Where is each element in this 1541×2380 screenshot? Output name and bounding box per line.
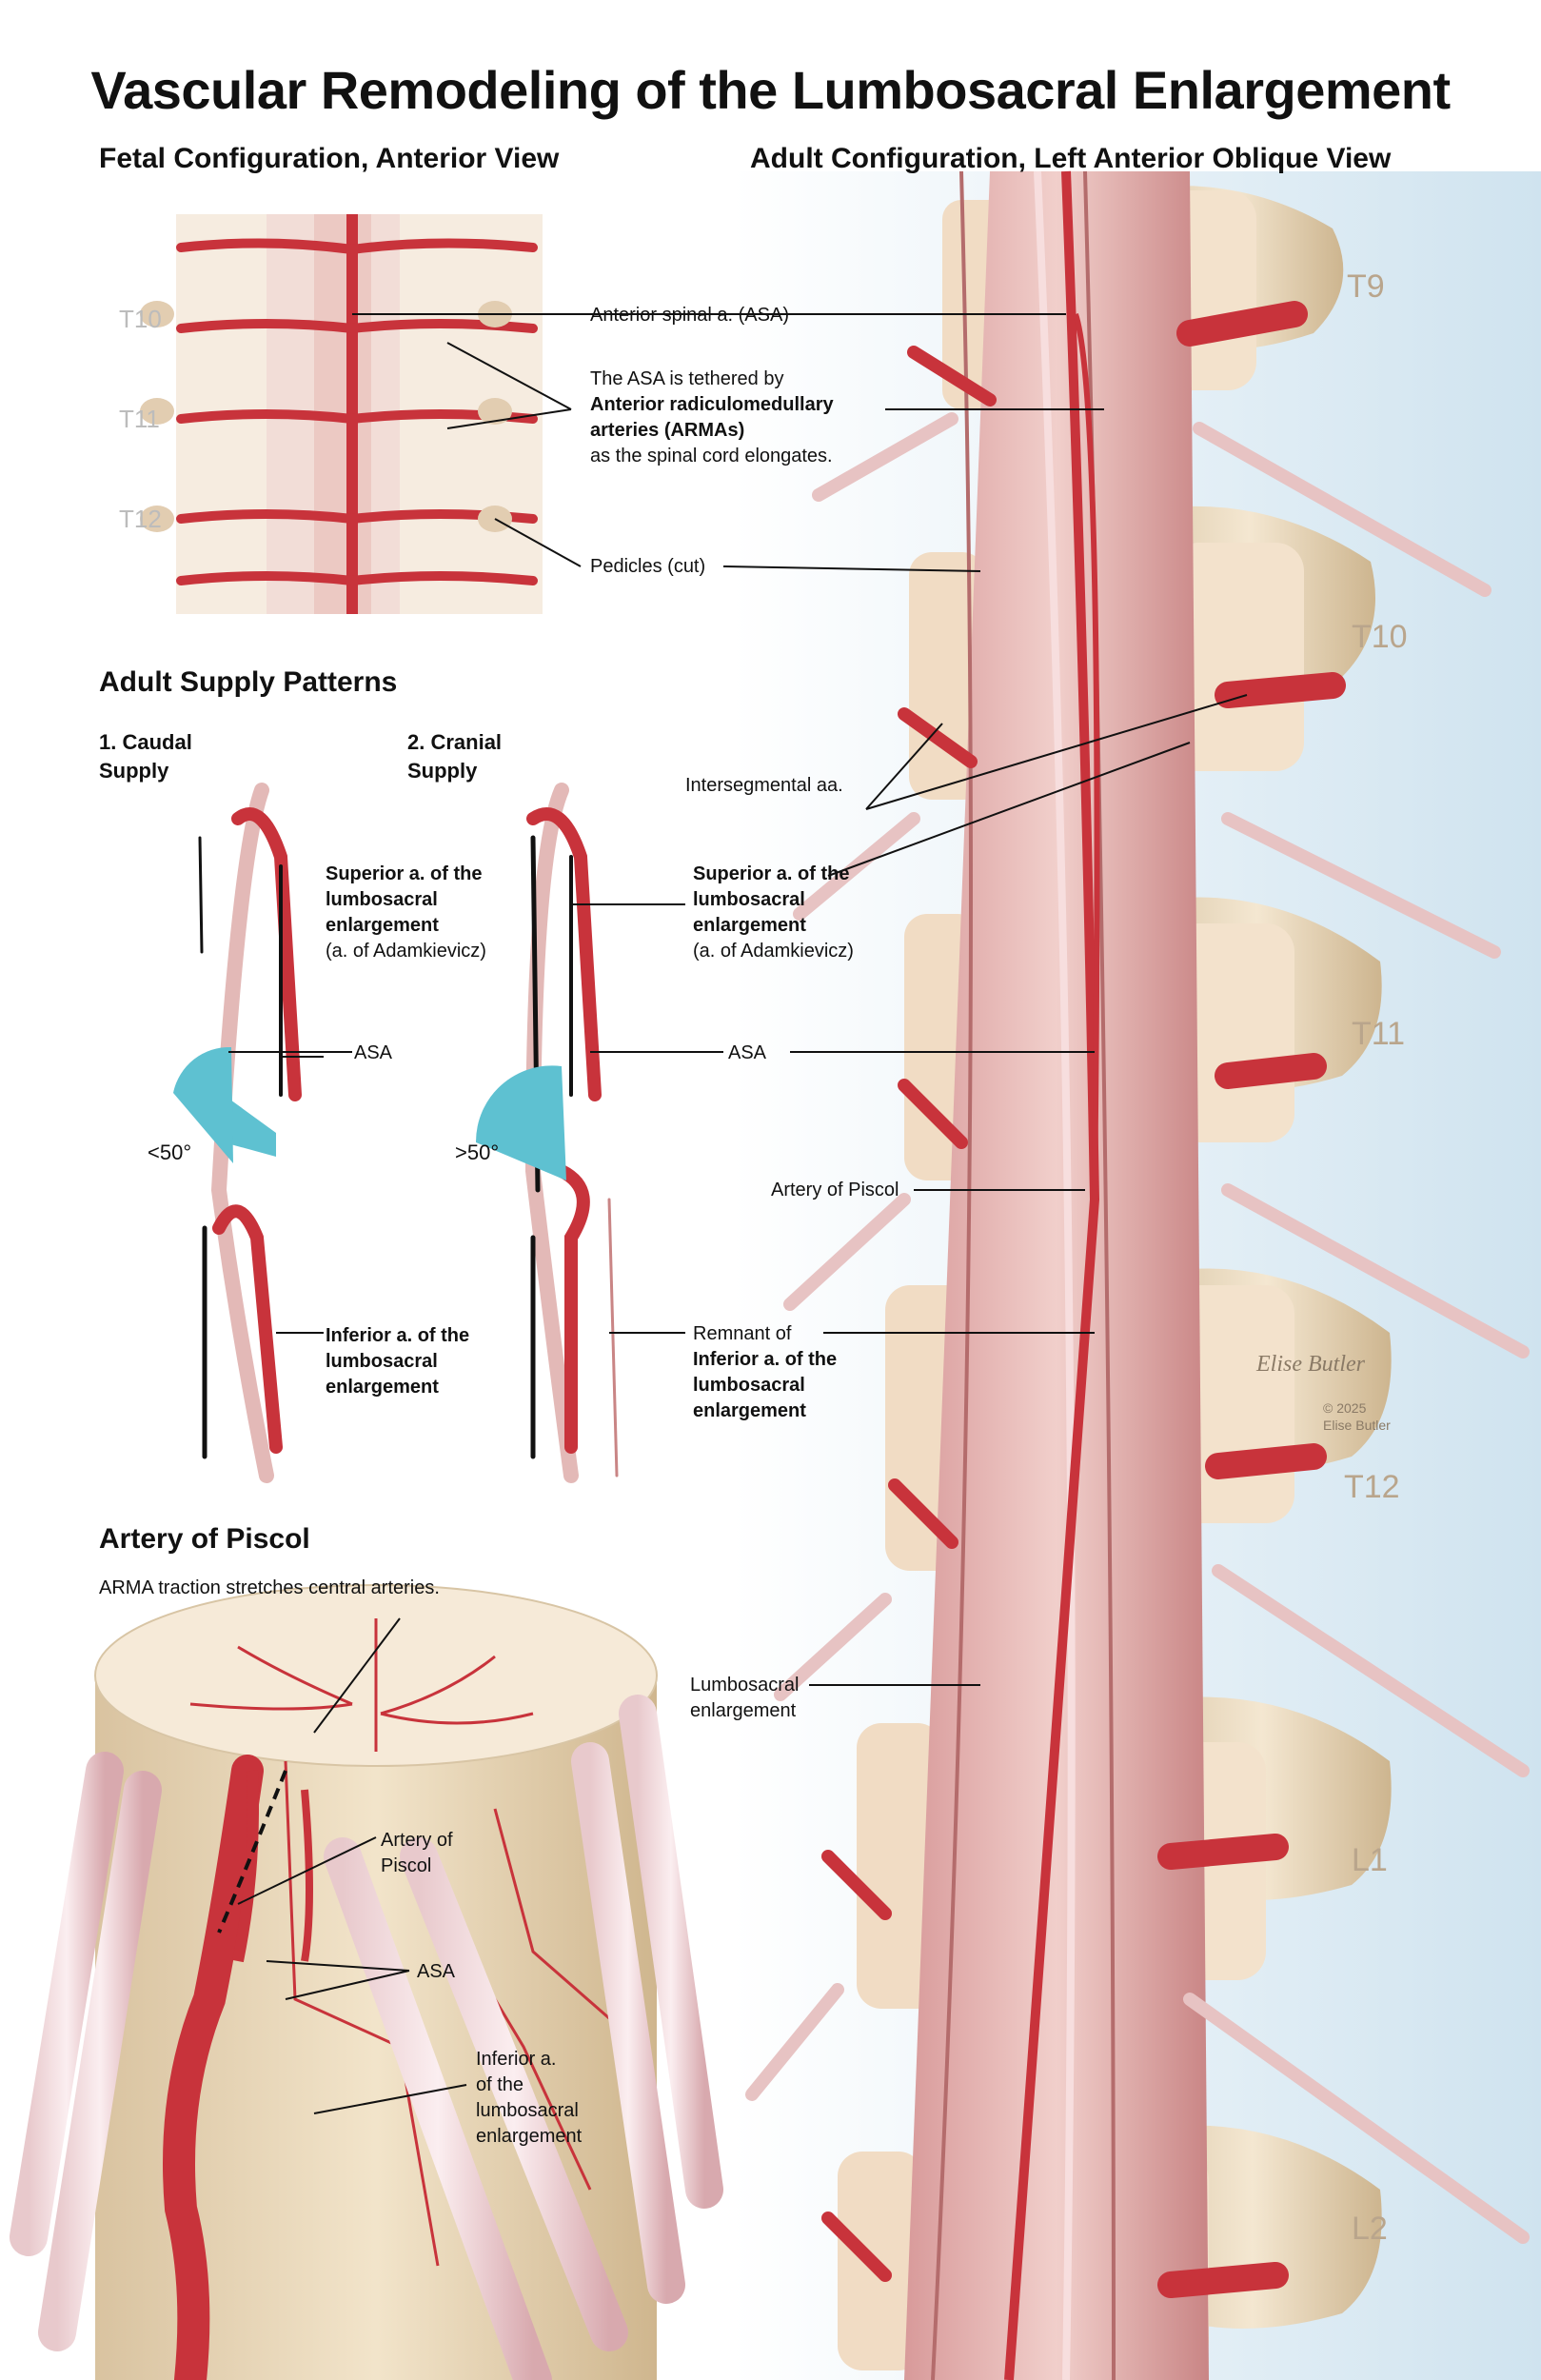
remnant-label: Remnant of <box>693 1323 792 1344</box>
label-cord-elongates: as the spinal cord elongates. <box>590 446 833 466</box>
label-pedicles: Pedicles (cut) <box>590 556 706 577</box>
vertebra-t12: T12 <box>1344 1469 1400 1505</box>
adult-section-heading: Adult Configuration, Left Anterior Obliq… <box>750 143 1392 174</box>
fetal-vertebra-t10: T10 <box>119 305 162 333</box>
vertebra-l2: L2 <box>1352 2211 1388 2247</box>
piscol-caption: ARMA traction stretches central arteries… <box>99 1577 440 1598</box>
vertebra-t11: T11 <box>1352 1016 1406 1052</box>
label-fetal-asa: Anterior spinal a. (ASA) <box>590 305 789 326</box>
copyright: © 2025 Elise Butler <box>1323 1400 1391 1433</box>
piscol-artery-label: Artery of Piscol <box>381 1830 453 1876</box>
caudal-inferior-label: Inferior a. of the lumbosacral enlargeme… <box>326 1325 470 1398</box>
piscol-asa-label: ASA <box>417 1961 456 1982</box>
adult-spinal-cord <box>904 170 1209 2380</box>
adult-segmental-arteries <box>821 301 1346 2298</box>
fetal-section-heading: Fetal Configuration, Anterior View <box>99 143 560 174</box>
piscol-adult-label: Artery of Piscol <box>771 1180 899 1200</box>
supply-caudal <box>173 783 302 1483</box>
caudal-adamkievicz-label: (a. of Adamkievicz) <box>326 941 486 962</box>
angle-less-than-50: <50° <box>148 1140 192 1164</box>
angle-greater-than-50: >50° <box>455 1140 500 1164</box>
piscol-section-heading: Artery of Piscol <box>99 1523 310 1555</box>
intersegmental-label: Intersegmental aa. <box>685 775 843 796</box>
fetal-vertebra-t11: T11 <box>119 405 160 433</box>
page-title: Vascular Remodeling of the Lumbosacral E… <box>90 60 1451 120</box>
cranial-asa-label: ASA <box>728 1042 767 1063</box>
label-asa-tethered: The ASA is tethered by <box>590 368 784 389</box>
lumbosacral-label: Lumbosacral enlargement <box>690 1675 800 1721</box>
label-arma: Anterior radiculomedullary arteries (ARM… <box>590 394 834 441</box>
leader-lines <box>228 313 1248 2114</box>
vertebra-l1: L1 <box>1352 1842 1388 1878</box>
remnant-inferior-label: Inferior a. of the lumbosacral enlargeme… <box>693 1349 838 1421</box>
vertebra-t9: T9 <box>1347 268 1385 305</box>
supply-section-heading: Adult Supply Patterns <box>99 666 398 698</box>
caudal-supply-heading: 1. Caudal Supply <box>99 730 192 783</box>
adult-nerve-roots <box>745 412 1530 2244</box>
cranial-superior-label: Superior a. of the lumbosacral enlargeme… <box>693 863 850 936</box>
fetal-vertebra-t12: T12 <box>119 505 162 533</box>
piscol-cylinder <box>10 1584 723 2380</box>
piscol-inferior-label: Inferior a. of the lumbosacral enlargeme… <box>476 2049 583 2147</box>
cranial-supply-heading: 2. Cranial Supply <box>407 730 503 783</box>
vertebra-t10: T10 <box>1352 619 1408 655</box>
cranial-adamkievicz-label: (a. of Adamkievicz) <box>693 941 854 962</box>
caudal-asa-label: ASA <box>354 1042 393 1063</box>
fetal-panel <box>140 214 543 614</box>
caudal-superior-label: Superior a. of the lumbosacral enlargeme… <box>326 863 483 936</box>
artist-signature: Elise Butler <box>1256 1352 1365 1377</box>
supply-cranial <box>475 783 619 1483</box>
